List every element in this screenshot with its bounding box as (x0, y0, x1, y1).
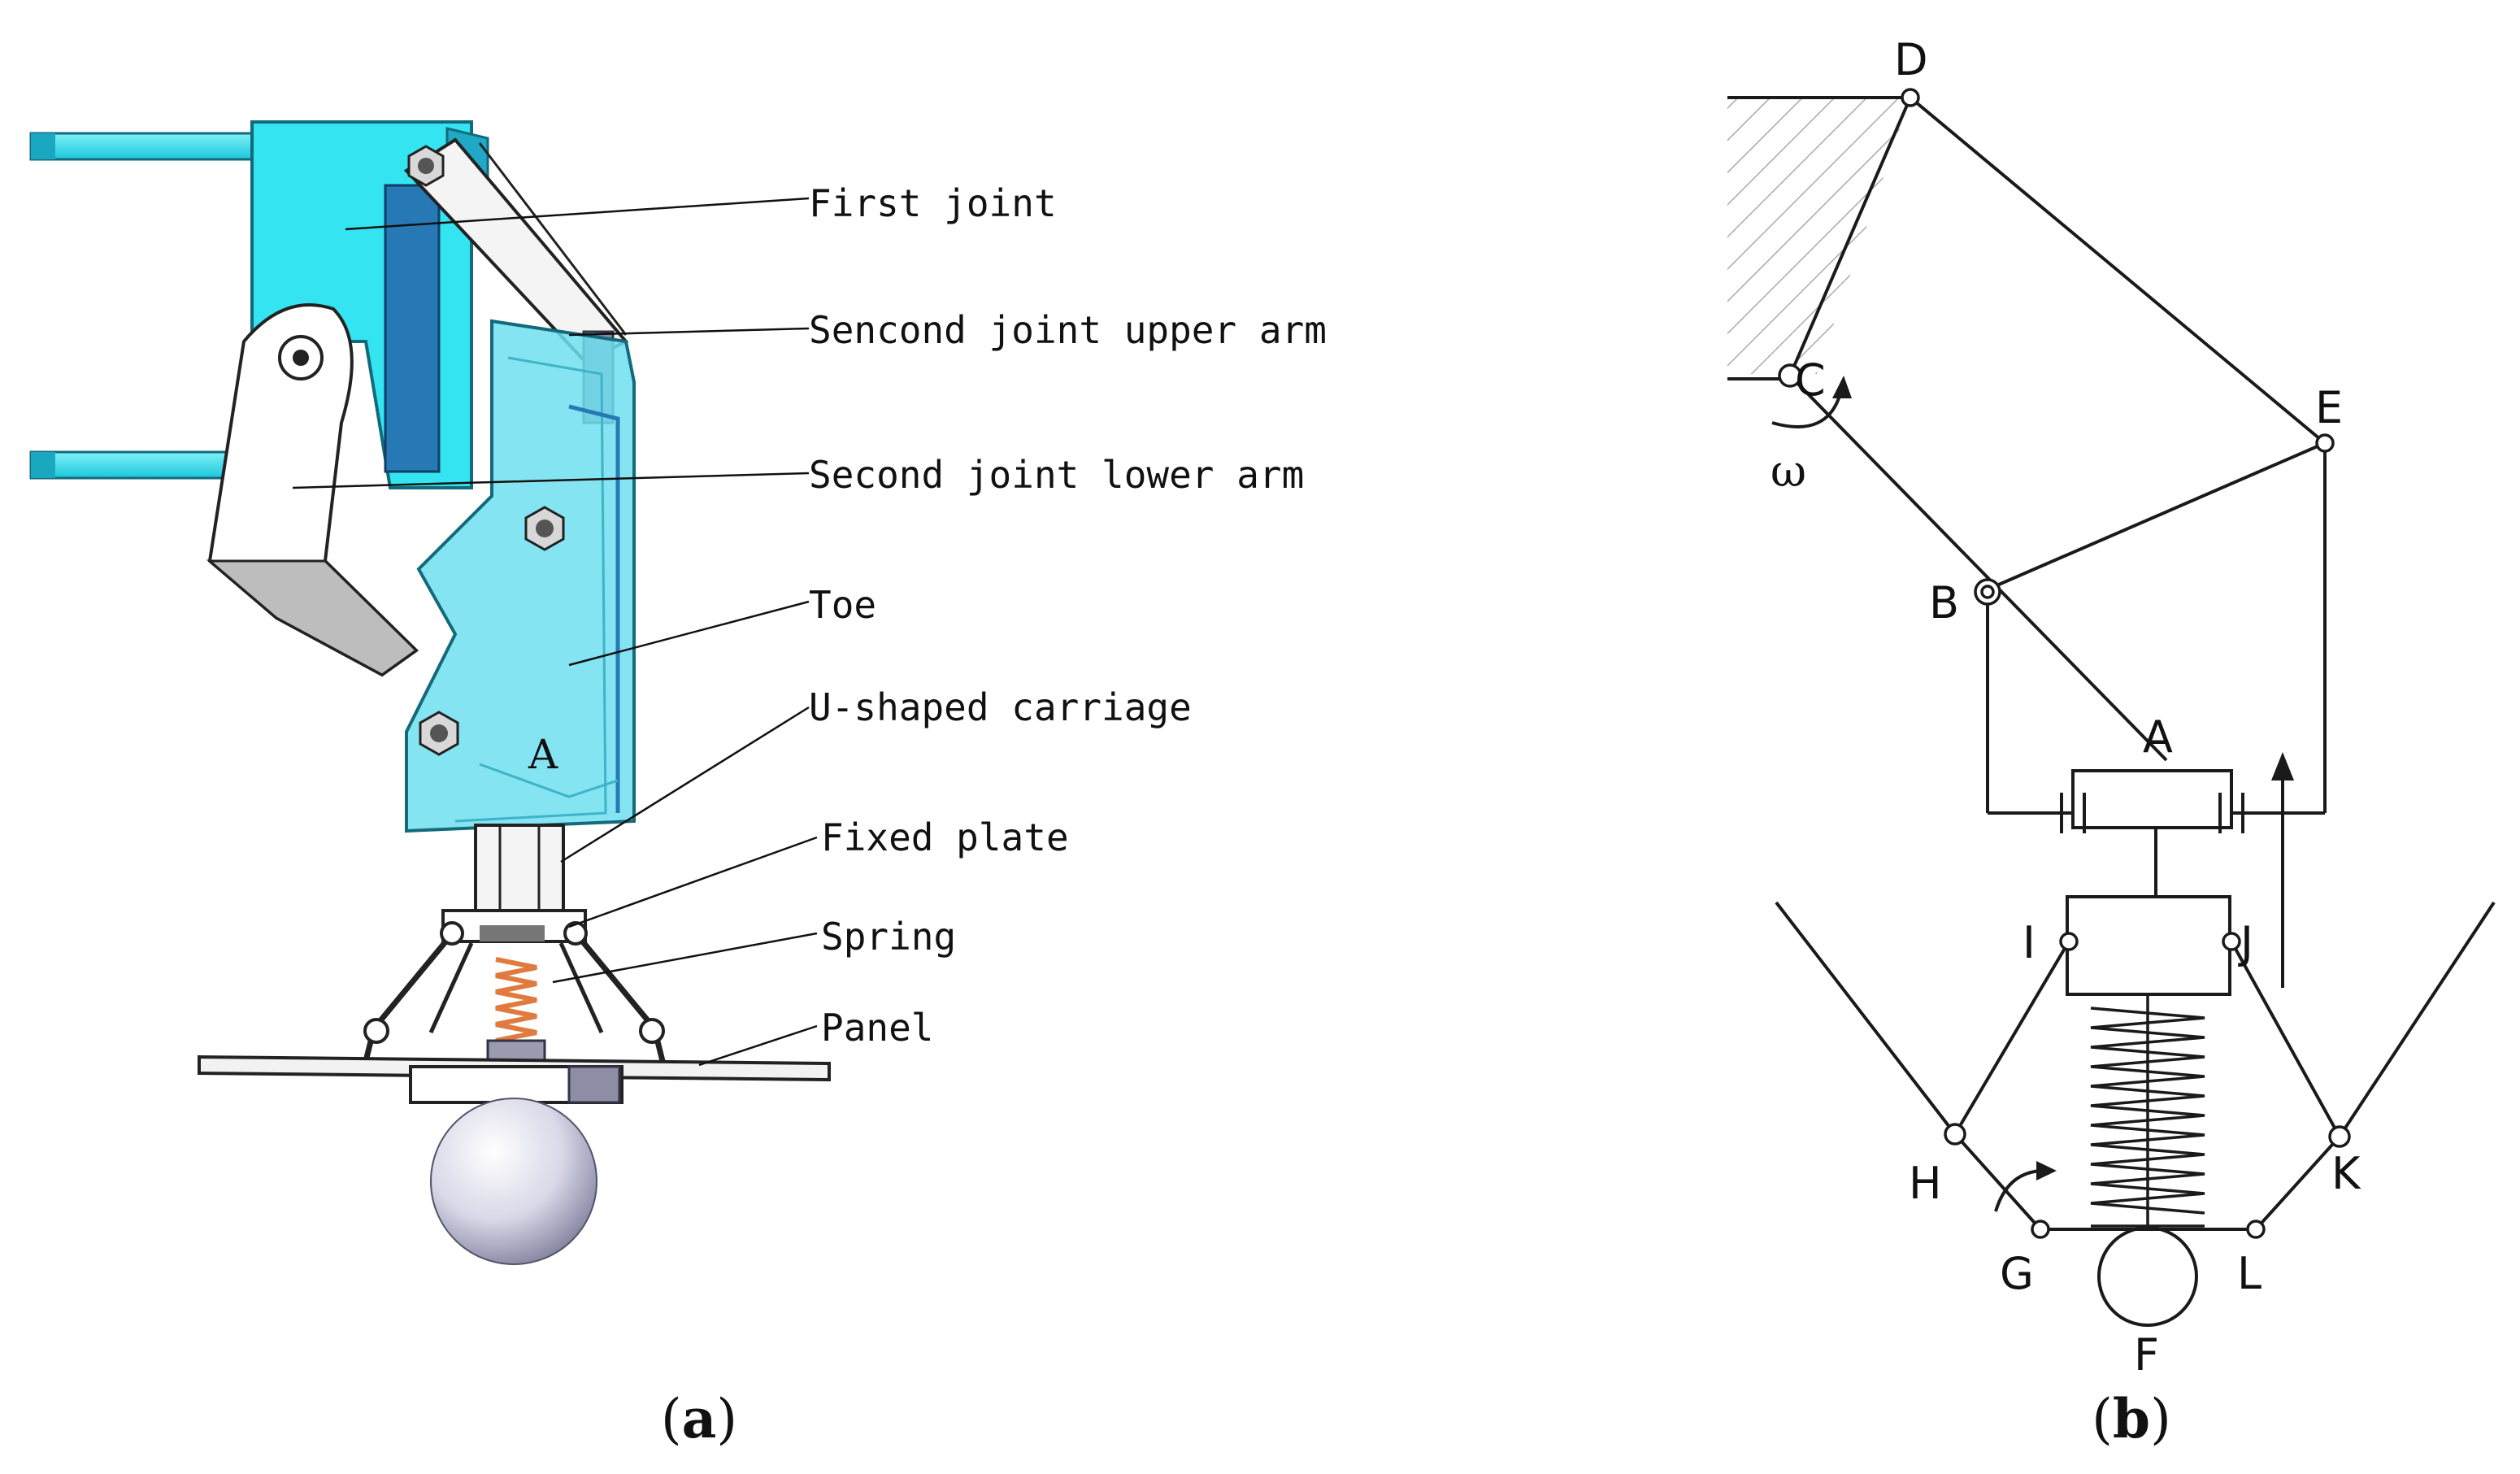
omega-label: ω (1771, 446, 1806, 497)
point-i-label: I (2023, 917, 2036, 968)
panel-b-caption: (b) (2092, 1387, 2171, 1450)
point-l-label: L (2237, 1248, 2261, 1299)
panel-b-labels: D C E B A I J H K G L F ω (b) (1771, 34, 2361, 1450)
leg-linkages (1775, 901, 2496, 1231)
arrow-up-icon (2271, 752, 2294, 988)
callout-first-joint: First joint (809, 181, 1057, 225)
first-joint-body (250, 120, 489, 489)
callout-fixed-plate: Fixed plate (821, 815, 1069, 859)
panel-a-cad-model: A First joint Sencond joint upper arm Se… (29, 120, 1327, 1450)
u-shaped-carriage (474, 824, 565, 916)
callout-leaders (292, 197, 818, 1067)
slider-carriage (2060, 769, 2244, 897)
linkage-bars (1788, 96, 2327, 815)
hatched-ground (1727, 98, 1910, 374)
spring-coil (486, 957, 546, 1065)
point-j-label: J (2238, 917, 2253, 968)
hex-nut-3 (419, 711, 459, 756)
callout-second-joint-upper-arm: Sencond joint upper arm (809, 308, 1327, 352)
callout-panel: Panel (821, 1006, 933, 1050)
hex-nut-1 (407, 145, 445, 187)
fixed-plate-and-linkage (363, 909, 666, 1062)
point-b-label: B (1929, 577, 1959, 628)
curved-arrow-icon (1771, 376, 1852, 428)
hex-nut-2 (524, 506, 565, 551)
callout-spring: Spring (821, 915, 956, 959)
point-g-label: G (2000, 1248, 2034, 1299)
panel-plate (198, 1054, 831, 1104)
point-h-label: H (1909, 1158, 1942, 1209)
mounting-rods (29, 132, 256, 480)
point-d-label: D (1894, 34, 1928, 85)
point-k-label: K (2331, 1148, 2361, 1199)
callout-second-joint-lower-arm: Second joint lower arm (809, 453, 1304, 497)
point-e-label: E (2315, 382, 2343, 433)
spring-coil-schematic (2090, 994, 2205, 1228)
cad-point-a-label: A (528, 731, 558, 778)
curved-arrow-icon-lower (1994, 1161, 2057, 1212)
toe-body (405, 319, 636, 833)
pivot-circles (1778, 88, 2351, 1239)
spring-block (2066, 895, 2231, 996)
point-c-label: C (1795, 354, 1826, 406)
panel-a-caption: (a) (661, 1387, 737, 1450)
foot-ball (2097, 1226, 2198, 1327)
panel-b-kinematic-diagram (1727, 88, 2496, 1327)
second-joint-lower-arm (206, 303, 419, 677)
callout-toe: Toe (809, 583, 876, 627)
point-f-label: F (2134, 1329, 2159, 1381)
ball-foot (430, 1098, 597, 1265)
callout-u-shaped-carriage: U-shaped carriage (809, 685, 1192, 729)
point-a-label: A (2143, 711, 2173, 763)
